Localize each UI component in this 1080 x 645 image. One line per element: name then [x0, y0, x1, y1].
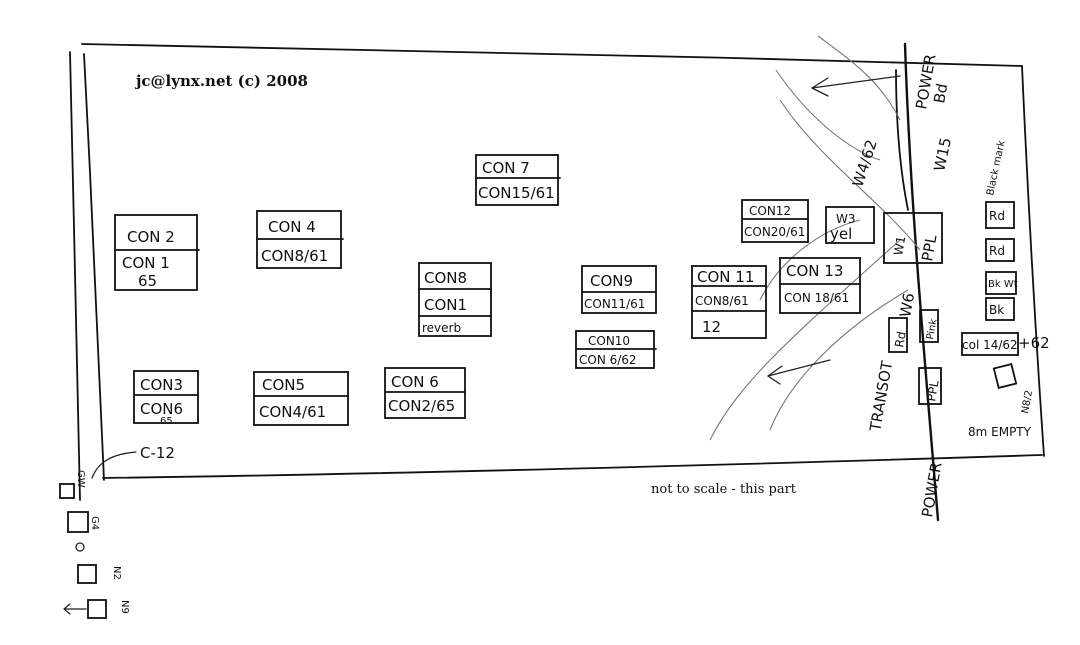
ppl-top-label: PPL	[918, 233, 940, 263]
n8-2-marker: N8/2	[992, 363, 1035, 415]
console-bottom-label: CON6	[140, 400, 183, 418]
console-con9: CON9 CON11/61	[581, 265, 657, 314]
rd-label: Rd	[989, 209, 1005, 223]
ppl-box-lower: PPL	[918, 367, 942, 405]
bk-wt-label: Bk Wt	[988, 279, 1018, 290]
console-top-label: CON 4	[268, 218, 316, 236]
console-con6: CON 6 CON2/65	[384, 367, 466, 419]
yel-label: yel	[830, 225, 852, 243]
console-bottom-label: CON 1	[122, 254, 170, 272]
bd-label: Bd	[930, 82, 951, 105]
pink-label: Pink	[925, 318, 939, 341]
mic-square-3	[77, 564, 97, 584]
console-bottom-label: CON2/65	[388, 397, 455, 415]
plus62-label: +62	[1018, 334, 1050, 352]
console-bottom-label: CON8/61	[261, 247, 328, 265]
g4-label: G4	[89, 516, 100, 530]
console-extra-label: reverb	[422, 321, 461, 335]
c12-label: C-12	[140, 444, 175, 462]
console-top-label: CON10	[588, 334, 630, 348]
mic-square-1	[59, 483, 75, 499]
rd-label: Rd	[989, 244, 1005, 258]
mic-square-4	[87, 599, 107, 619]
console-top-label: CON9	[590, 272, 633, 290]
power-bottom-label: POWER	[918, 461, 945, 519]
credit-text: jc@lynx.net (c) 2008	[134, 72, 308, 90]
console-top-label: CON 6	[391, 373, 439, 391]
console-con5: CON5 CON4/61	[253, 371, 349, 426]
console-con7: CON 7 CON15/61	[475, 154, 561, 206]
console-con8: CON8 CON1 reverb	[418, 262, 492, 337]
gw-label: GW	[75, 470, 86, 488]
console-con12: CON12 CON20/61	[741, 199, 809, 243]
w3-yel-marker: W3 yel	[825, 206, 875, 244]
console-top-label: CON5	[262, 376, 305, 394]
bk-box: Bk	[985, 297, 1015, 321]
pink-box: Pink	[919, 309, 940, 343]
console-con13: CON 13 CON 18/61	[779, 257, 861, 314]
mic-circle	[75, 542, 85, 552]
black-mark-label: Black mark	[985, 139, 1007, 196]
console-extra-label: 12	[702, 318, 721, 336]
w4-62-label: W4/62	[849, 138, 881, 190]
rd-box-2: Rd	[985, 238, 1015, 262]
w6-label: W6	[896, 292, 918, 319]
room-outline	[69, 42, 1045, 522]
rd-label: Rd	[892, 330, 909, 348]
ppl-stack: W1 PPL	[883, 212, 943, 264]
console-bottom-label: CON8/61	[695, 294, 749, 308]
console-top-label: CON3	[140, 376, 183, 394]
w3-label: W3	[836, 212, 856, 226]
console-bottom-label: CON4/61	[259, 403, 326, 421]
console-extra-label: 65	[138, 272, 157, 290]
c12-area: C-12 GW G4 N2 N9	[59, 444, 175, 619]
console-con10: CON10 CON 6/62	[575, 330, 657, 369]
console-top-label: CON8	[424, 269, 467, 287]
console-top-label: CON 2	[127, 228, 175, 246]
console-con11: CON 11 CON8/61 12	[691, 265, 767, 339]
scale-note: not to scale - this part	[651, 482, 797, 497]
w1-label: W1	[891, 235, 908, 257]
pencil-lines	[709, 35, 921, 441]
col14-marker: col 14/62 +62	[961, 332, 1050, 356]
console-top-label: CON 11	[697, 268, 754, 286]
ppl-label: PPL	[924, 379, 942, 403]
console-con3: CON3 CON6 65	[133, 370, 199, 427]
console-bottom-label: CON11/61	[584, 297, 645, 311]
console-con2: CON 2 CON 1 65	[114, 214, 200, 291]
rd-box-3: Rd	[888, 317, 909, 353]
console-extra-label: 65	[160, 416, 173, 427]
transot-label: TRANSOT	[866, 359, 896, 434]
console-con4: CON 4 CON8/61	[256, 210, 344, 269]
w15-label: W15	[930, 136, 955, 173]
bk-label: Bk	[989, 303, 1004, 317]
console-top-label: CON 7	[482, 159, 530, 177]
mic-square-2	[67, 511, 89, 533]
console-bottom-label: CON20/61	[744, 225, 805, 239]
n8-2-label: N8/2	[1020, 389, 1035, 414]
n2-label: N2	[111, 566, 122, 580]
console-bottom-label: CON 18/61	[784, 291, 849, 305]
bk-wt-box: Bk Wt	[985, 271, 1018, 295]
empty-8m-label: 8m EMPTY	[968, 425, 1032, 439]
console-top-label: CON 13	[786, 262, 843, 280]
console-bottom-label: CON1	[424, 296, 467, 314]
console-bottom-label: CON 6/62	[579, 353, 637, 367]
console-top-label: CON12	[749, 204, 791, 218]
console-bottom-label: CON15/61	[478, 184, 555, 202]
n9-label: N9	[119, 600, 130, 614]
rd-box-1: Rd	[985, 201, 1015, 229]
col14-label: col 14/62	[962, 338, 1018, 352]
